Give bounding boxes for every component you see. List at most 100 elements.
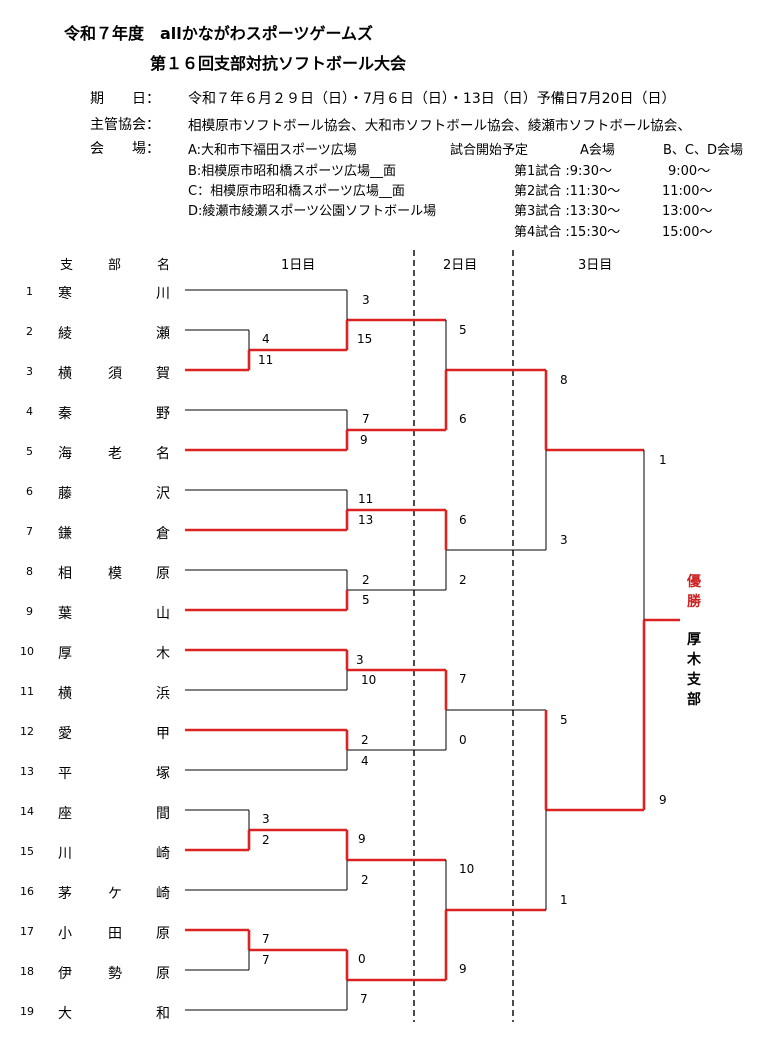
team-name-char: 原 — [156, 966, 170, 982]
team-name-char: 山 — [156, 606, 170, 622]
champion-name-char: 支 — [687, 672, 701, 688]
score-label: 2 — [459, 573, 467, 587]
header-branch-3: 名 — [157, 258, 171, 273]
schedule-label: 試合開始予定 — [450, 143, 529, 158]
score-label: 1 — [659, 453, 667, 467]
score-label: 1 — [560, 893, 568, 907]
team-name-char: 瀬 — [156, 326, 170, 342]
score-label: 7 — [360, 992, 368, 1006]
score-label: 6 — [459, 513, 467, 527]
host-label: 主管協会： — [90, 117, 160, 133]
dates-label: 期 日： — [90, 91, 160, 107]
score-label: 5 — [362, 593, 370, 607]
score-label: 13 — [358, 513, 374, 527]
team-name-char: 塚 — [156, 766, 170, 782]
champion-name-char: 部 — [687, 692, 701, 708]
team-name-char: 野 — [156, 406, 170, 422]
team-name-char: 須 — [108, 366, 122, 382]
score-label: 4 — [262, 332, 270, 346]
team-number: 4 — [26, 405, 33, 418]
team-name-char: 崎 — [156, 846, 170, 862]
team-number: 7 — [26, 525, 33, 538]
team-name-char: 綾 — [58, 326, 72, 342]
team-number: 14 — [20, 805, 34, 818]
team-name-char: 賀 — [156, 366, 170, 382]
venue-b: B:相模原市昭和橋スポーツ広場__面 — [188, 164, 397, 179]
score-label: 8 — [560, 373, 568, 387]
venue-label: 会 場： — [90, 141, 160, 157]
team-number: 1 — [26, 285, 33, 298]
team-number: 5 — [26, 445, 33, 458]
score-label: 3 — [362, 293, 370, 307]
champion-name: 厚 木 支 部 — [684, 630, 704, 710]
team-name-char: 平 — [58, 766, 72, 782]
score-label: 15 — [357, 332, 373, 346]
game2-label: 第2試合 :11:30～ — [514, 184, 621, 199]
team-name-char: 鎌 — [58, 526, 72, 542]
team-name-char: 茅 — [58, 886, 72, 902]
team-number: 3 — [26, 365, 33, 378]
team-number: 17 — [20, 925, 34, 938]
team-number: 13 — [20, 765, 34, 778]
team-number: 6 — [26, 485, 33, 498]
score-label: 2 — [361, 873, 369, 887]
team-name-char: 秦 — [58, 406, 72, 422]
score-label: 0 — [459, 733, 467, 747]
team-name-char: 厚 — [58, 646, 72, 662]
team-name-char: 倉 — [156, 526, 170, 542]
header-day3: 3日目 — [578, 258, 613, 273]
team-name-char: 川 — [58, 846, 72, 862]
team-name-char: 川 — [156, 286, 170, 302]
team-name-char: 老 — [108, 446, 122, 462]
team-name-char: 原 — [156, 566, 170, 582]
team-name-char: 葉 — [58, 606, 72, 622]
team-name-char: 甲 — [156, 726, 170, 742]
dates-value: 令和７年６月２９日（日）・7月６日（日）・13日（日）予備日7月20日（日） — [188, 91, 676, 107]
team-name-char: 横 — [58, 686, 72, 702]
team-number: 9 — [26, 605, 33, 618]
team-name-char: 海 — [58, 446, 72, 462]
score-label: 0 — [358, 952, 366, 966]
team-number: 15 — [20, 845, 34, 858]
title-line2: 第１６回支部対抗ソフトボール大会 — [150, 54, 407, 73]
score-label: 10 — [459, 862, 475, 876]
game4-label: 第4試合 :15:30～ — [514, 225, 621, 240]
score-label: 3 — [560, 533, 568, 547]
team-number: 19 — [20, 1005, 34, 1018]
team-number: 12 — [20, 725, 34, 738]
team-name-char: 浜 — [156, 686, 170, 702]
host-value: 相模原市ソフトボール協会、大和市ソフトボール協会、綾瀬市ソフトボール協会、 — [188, 118, 691, 134]
team-name-char: 木 — [156, 646, 170, 662]
team-name-char: 相 — [58, 566, 72, 582]
champion-label: 優 勝 — [684, 572, 704, 612]
score-label: 2 — [362, 573, 370, 587]
champion-label-char: 優 — [687, 574, 701, 590]
team-name-char: 原 — [156, 926, 170, 942]
score-label: 2 — [262, 833, 270, 847]
score-label: 9 — [459, 962, 467, 976]
score-label: 11 — [258, 353, 274, 367]
header-branch-2: 部 — [108, 258, 122, 273]
game4-bcd: 15:00～ — [662, 225, 713, 240]
team-number: 18 — [20, 965, 34, 978]
game1-bcd: 9:00～ — [668, 164, 711, 179]
team-name-char: 伊 — [58, 966, 72, 982]
team-name-char: 田 — [108, 926, 122, 942]
score-label: 7 — [362, 412, 370, 426]
game3-bcd: 13:00～ — [662, 204, 713, 219]
header-day2: 2日目 — [443, 258, 478, 273]
score-label: 11 — [358, 492, 374, 506]
score-label: 7 — [262, 932, 270, 946]
team-name-char: 寒 — [58, 286, 72, 302]
score-label: 9 — [659, 793, 667, 807]
game2-bcd: 11:00～ — [662, 184, 713, 199]
team-name-char: 間 — [156, 806, 170, 822]
team-name-char: 小 — [58, 926, 72, 942]
team-name-char: 和 — [156, 1006, 170, 1022]
score-label: 5 — [459, 323, 467, 337]
team-number: 10 — [20, 645, 34, 658]
team-name-char: ケ — [108, 886, 122, 902]
score-label: 3 — [356, 653, 364, 667]
venue-a: A:大和市下福田スポーツ広場 — [188, 143, 357, 158]
team-number: 2 — [26, 325, 33, 338]
